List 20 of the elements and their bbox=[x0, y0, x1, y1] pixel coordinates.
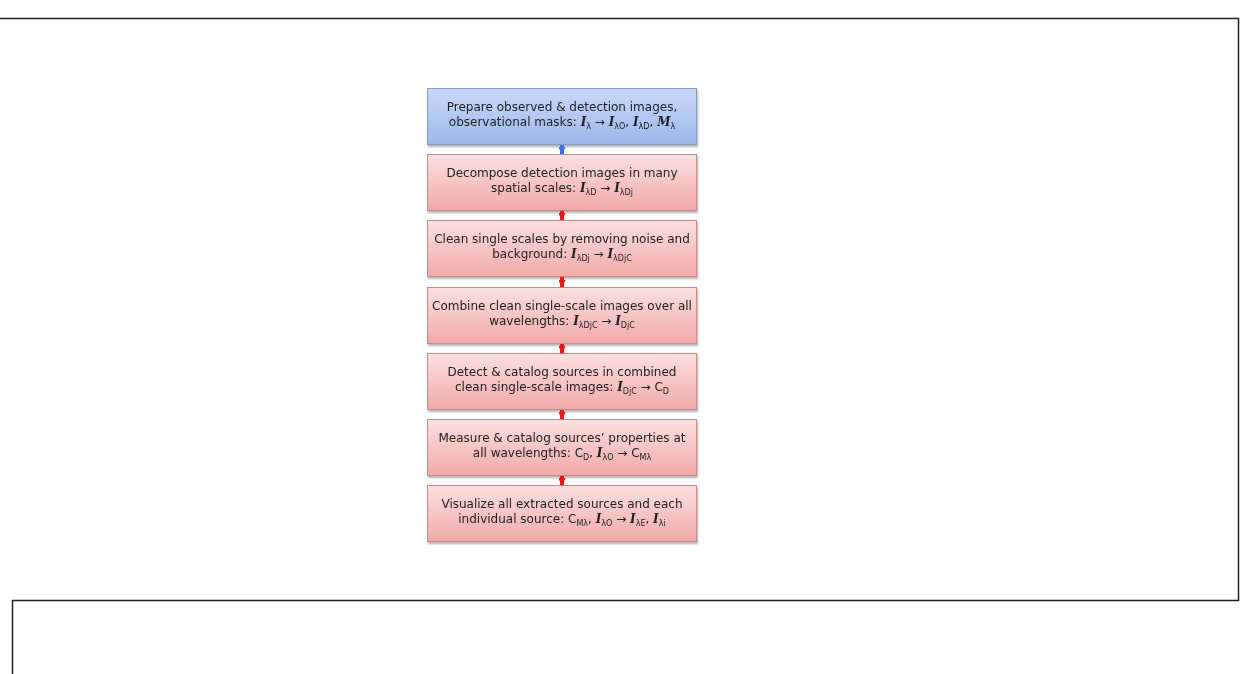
process-box bbox=[427, 485, 697, 542]
process-box bbox=[427, 419, 697, 476]
step-text: Detect & catalog sources in combined clean single-scale images: I$_{DjC}$ → C$_{D}$ bbox=[446, 364, 678, 399]
step-text: Combine clean single-scale images over all wavelengths: I$_{λDjC}$ → I$_{DjC}$ bbox=[432, 298, 692, 333]
step-text: Decompose detection images in many spatial scales: I$_{λD}$ → I$_{λDj}$ bbox=[445, 165, 679, 200]
process-box bbox=[427, 220, 697, 277]
process-box bbox=[427, 154, 697, 211]
step-text: Clean single scales by removing noise and background: I$_{λDj}$ → I$_{λDjC}$ bbox=[433, 231, 691, 266]
step-text: Prepare observed & detection images, observational masks: I$_{λ}$ → I$_{λO}$, I$_{λD}$, M$_{λ}$ bbox=[445, 99, 679, 134]
arrow bbox=[558, 145, 566, 155]
arrow bbox=[558, 410, 566, 420]
arrow bbox=[558, 277, 566, 288]
process-box bbox=[427, 353, 697, 410]
process-box bbox=[427, 88, 697, 145]
arrow bbox=[558, 211, 566, 221]
step-text: Visualize all extracted sources and each individual source: C$_{Mλ}$, I$_{λO}$ → I$_{λE}$, I$_{λi}$ bbox=[440, 496, 684, 531]
arrow bbox=[558, 476, 566, 486]
arrow bbox=[558, 344, 566, 354]
step-text: Measure & catalog sources’ properties at all wavelengths: C$_{D}$, I$_{λO}$ → C$_{Mλ}$ bbox=[437, 430, 687, 465]
process-box bbox=[427, 287, 697, 344]
